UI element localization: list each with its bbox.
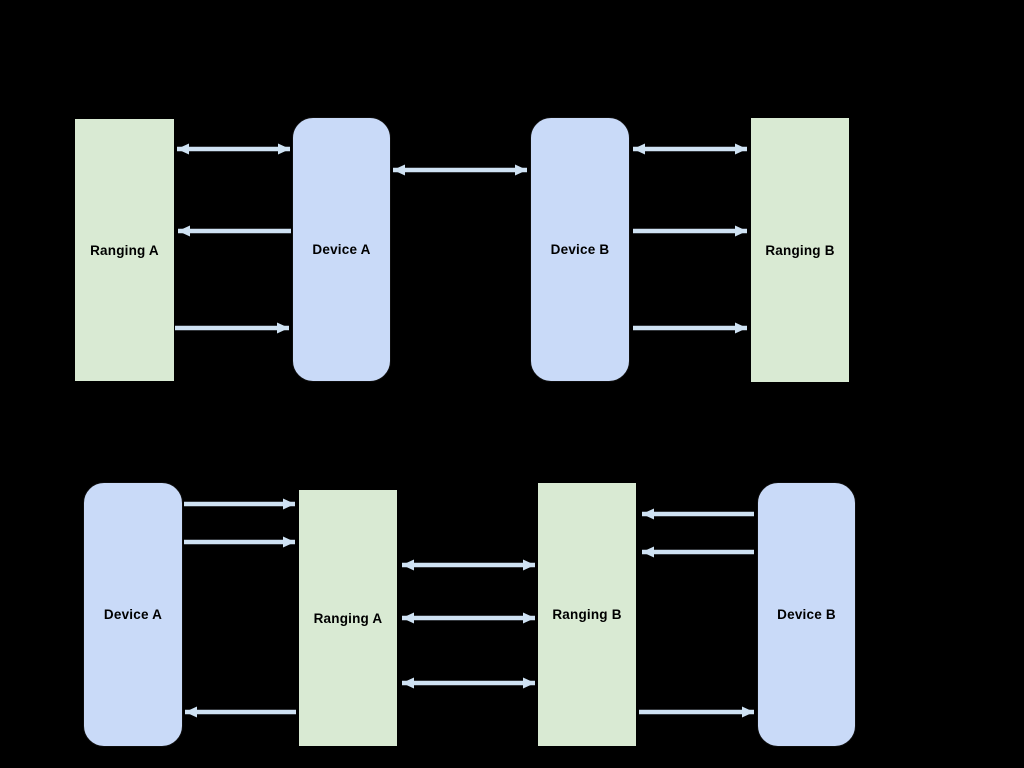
box-bottom-ranging-b: Ranging B — [537, 482, 637, 747]
box-top-ranging-b: Ranging B — [750, 117, 850, 383]
box-bottom-device-a: Device A — [83, 482, 183, 747]
box-top-ranging-a: Ranging A — [74, 118, 175, 382]
box-bottom-ranging-a: Ranging A — [298, 489, 398, 747]
box-bottom-device-b-label: Device B — [777, 607, 836, 622]
box-top-ranging-b-label: Ranging B — [765, 242, 835, 258]
box-bottom-device-a-label: Device A — [103, 607, 163, 622]
box-top-device-b-label: Device B — [550, 242, 610, 257]
box-top-device-a: Device A — [292, 117, 391, 382]
box-bottom-ranging-a-label: Ranging A — [313, 610, 383, 626]
box-bottom-device-b: Device B — [757, 482, 856, 747]
box-top-ranging-a-label: Ranging A — [90, 242, 159, 258]
box-top-device-b: Device B — [530, 117, 630, 382]
box-bottom-ranging-b-label: Ranging B — [552, 607, 622, 622]
box-top-device-a-label: Device A — [312, 242, 371, 257]
